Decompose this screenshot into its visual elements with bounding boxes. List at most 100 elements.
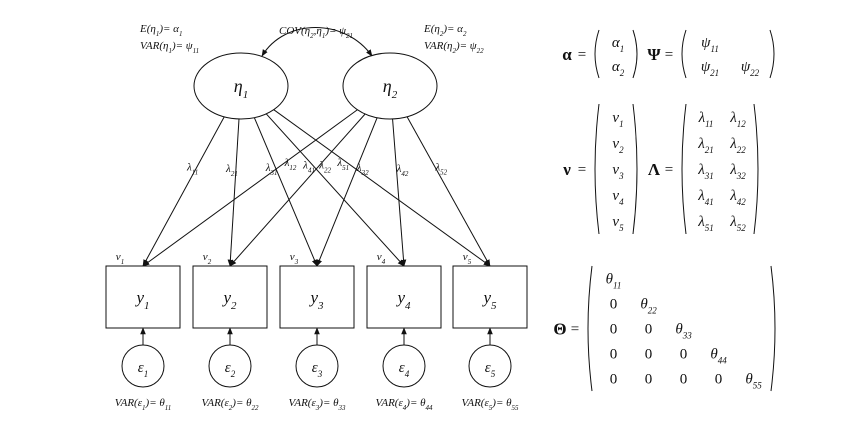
- matrix-cell: λ52: [729, 214, 746, 233]
- text-run: )= θ: [405, 397, 426, 409]
- subscript: 1: [144, 300, 150, 312]
- matrix-cell: 0: [680, 372, 688, 388]
- matrix-cell: 0: [680, 347, 688, 363]
- indicator-box: [279, 265, 355, 329]
- text-run: )= α: [158, 23, 179, 35]
- latent-factor-ellipse: [193, 52, 289, 120]
- loading-arrow: [229, 113, 366, 267]
- error-variance-label: VAR(ε2)= θ22: [201, 397, 259, 412]
- subscript: 51: [342, 164, 349, 172]
- subscript: 2: [392, 89, 398, 101]
- text-run: λ: [302, 160, 308, 172]
- loading-arrow: [142, 109, 358, 267]
- subscript: 11: [193, 47, 199, 55]
- subscript: 1: [619, 119, 624, 129]
- subscript: 52: [737, 223, 747, 233]
- text-run: 0: [645, 347, 653, 363]
- error-label: ε1: [138, 360, 148, 379]
- text-run: ε: [312, 360, 318, 376]
- covariance-arrow: [261, 27, 373, 57]
- subscript: 51: [705, 223, 714, 233]
- text-run: VAR(ε: [201, 397, 229, 409]
- subscript: 2: [310, 32, 314, 40]
- text-run: 0: [610, 347, 618, 363]
- left-paren: [587, 265, 593, 392]
- text-run: ε: [225, 360, 231, 376]
- equals-sign: =: [578, 47, 586, 63]
- right-paren: [769, 29, 775, 79]
- text-run: λ: [697, 214, 705, 230]
- subscript: 11: [192, 169, 198, 177]
- matrix-cell: ν2: [612, 136, 624, 155]
- subscript: 52: [440, 168, 448, 176]
- subscript: 22: [648, 306, 658, 316]
- matrix-cell: ν5: [612, 214, 624, 233]
- text-run: y: [395, 288, 405, 307]
- text-run: VAR(η: [140, 40, 168, 52]
- text-run: 0: [680, 347, 688, 363]
- subscript: 2: [620, 68, 625, 78]
- matrix-cell: λ31: [697, 162, 714, 181]
- indicator-label: y4: [395, 288, 411, 312]
- text-run: λ: [434, 161, 440, 173]
- text-run: E(η: [423, 23, 440, 35]
- subscript: 33: [682, 331, 693, 341]
- subscript: 4: [403, 404, 407, 412]
- subscript: 41: [308, 167, 315, 175]
- subscript: 32: [736, 171, 747, 181]
- text-run: y: [481, 288, 491, 307]
- factor-label: η2: [383, 76, 398, 101]
- subscript: 5: [619, 223, 624, 233]
- subscript: 21: [710, 68, 719, 78]
- error-circle: [295, 344, 339, 388]
- matrix-cell: θ33: [675, 322, 692, 341]
- subscript: 11: [710, 44, 718, 54]
- matrix-cell: ψ21: [701, 59, 719, 78]
- subscript: 44: [718, 356, 728, 366]
- subscript: 2: [440, 30, 444, 38]
- factor-variance-label: VAR(η1)= ψ11: [140, 40, 199, 55]
- subscript: 1: [168, 47, 172, 55]
- text-run: α: [612, 59, 621, 75]
- left-paren: [681, 103, 687, 235]
- error-variance-label: VAR(ε4)= θ44: [375, 397, 433, 412]
- text-run: ν: [203, 251, 208, 263]
- intercept-label: ν3: [290, 251, 299, 266]
- subscript: 1: [156, 30, 160, 38]
- text-run: θ: [640, 297, 648, 313]
- subscript: 22: [477, 47, 485, 55]
- subscript: 2: [463, 30, 467, 38]
- text-run: )= θ: [145, 397, 166, 409]
- subscript: 1: [620, 44, 625, 54]
- error-circle: [382, 344, 426, 388]
- subscript: 1: [322, 32, 326, 40]
- subscript: 4: [619, 197, 624, 207]
- loading-arrow: [253, 117, 318, 267]
- equals-sign: =: [665, 162, 673, 178]
- text-run: λ: [336, 157, 342, 169]
- equals-sign: =: [665, 47, 673, 63]
- matrix-cell: λ21: [697, 136, 714, 155]
- right-paren: [632, 103, 638, 235]
- matrix-cell: θ22: [640, 297, 657, 316]
- text-run: ν: [612, 214, 619, 230]
- text-run: )= ψ: [324, 25, 346, 37]
- loading-label: λ31: [265, 162, 278, 177]
- equals-sign: =: [578, 162, 586, 178]
- text-run: λ: [729, 214, 737, 230]
- subscript: 42: [401, 170, 409, 178]
- subscript: 1: [144, 369, 149, 379]
- text-run: θ: [745, 372, 753, 388]
- subscript: 55: [512, 404, 520, 412]
- indicator-box: [452, 265, 528, 329]
- subscript: 3: [618, 171, 624, 181]
- matrix-cell: 0: [645, 372, 653, 388]
- error-circle: [208, 344, 252, 388]
- matrix-cell: 0: [610, 322, 618, 338]
- loading-label: λ12: [284, 157, 297, 172]
- subscript: 22: [737, 145, 747, 155]
